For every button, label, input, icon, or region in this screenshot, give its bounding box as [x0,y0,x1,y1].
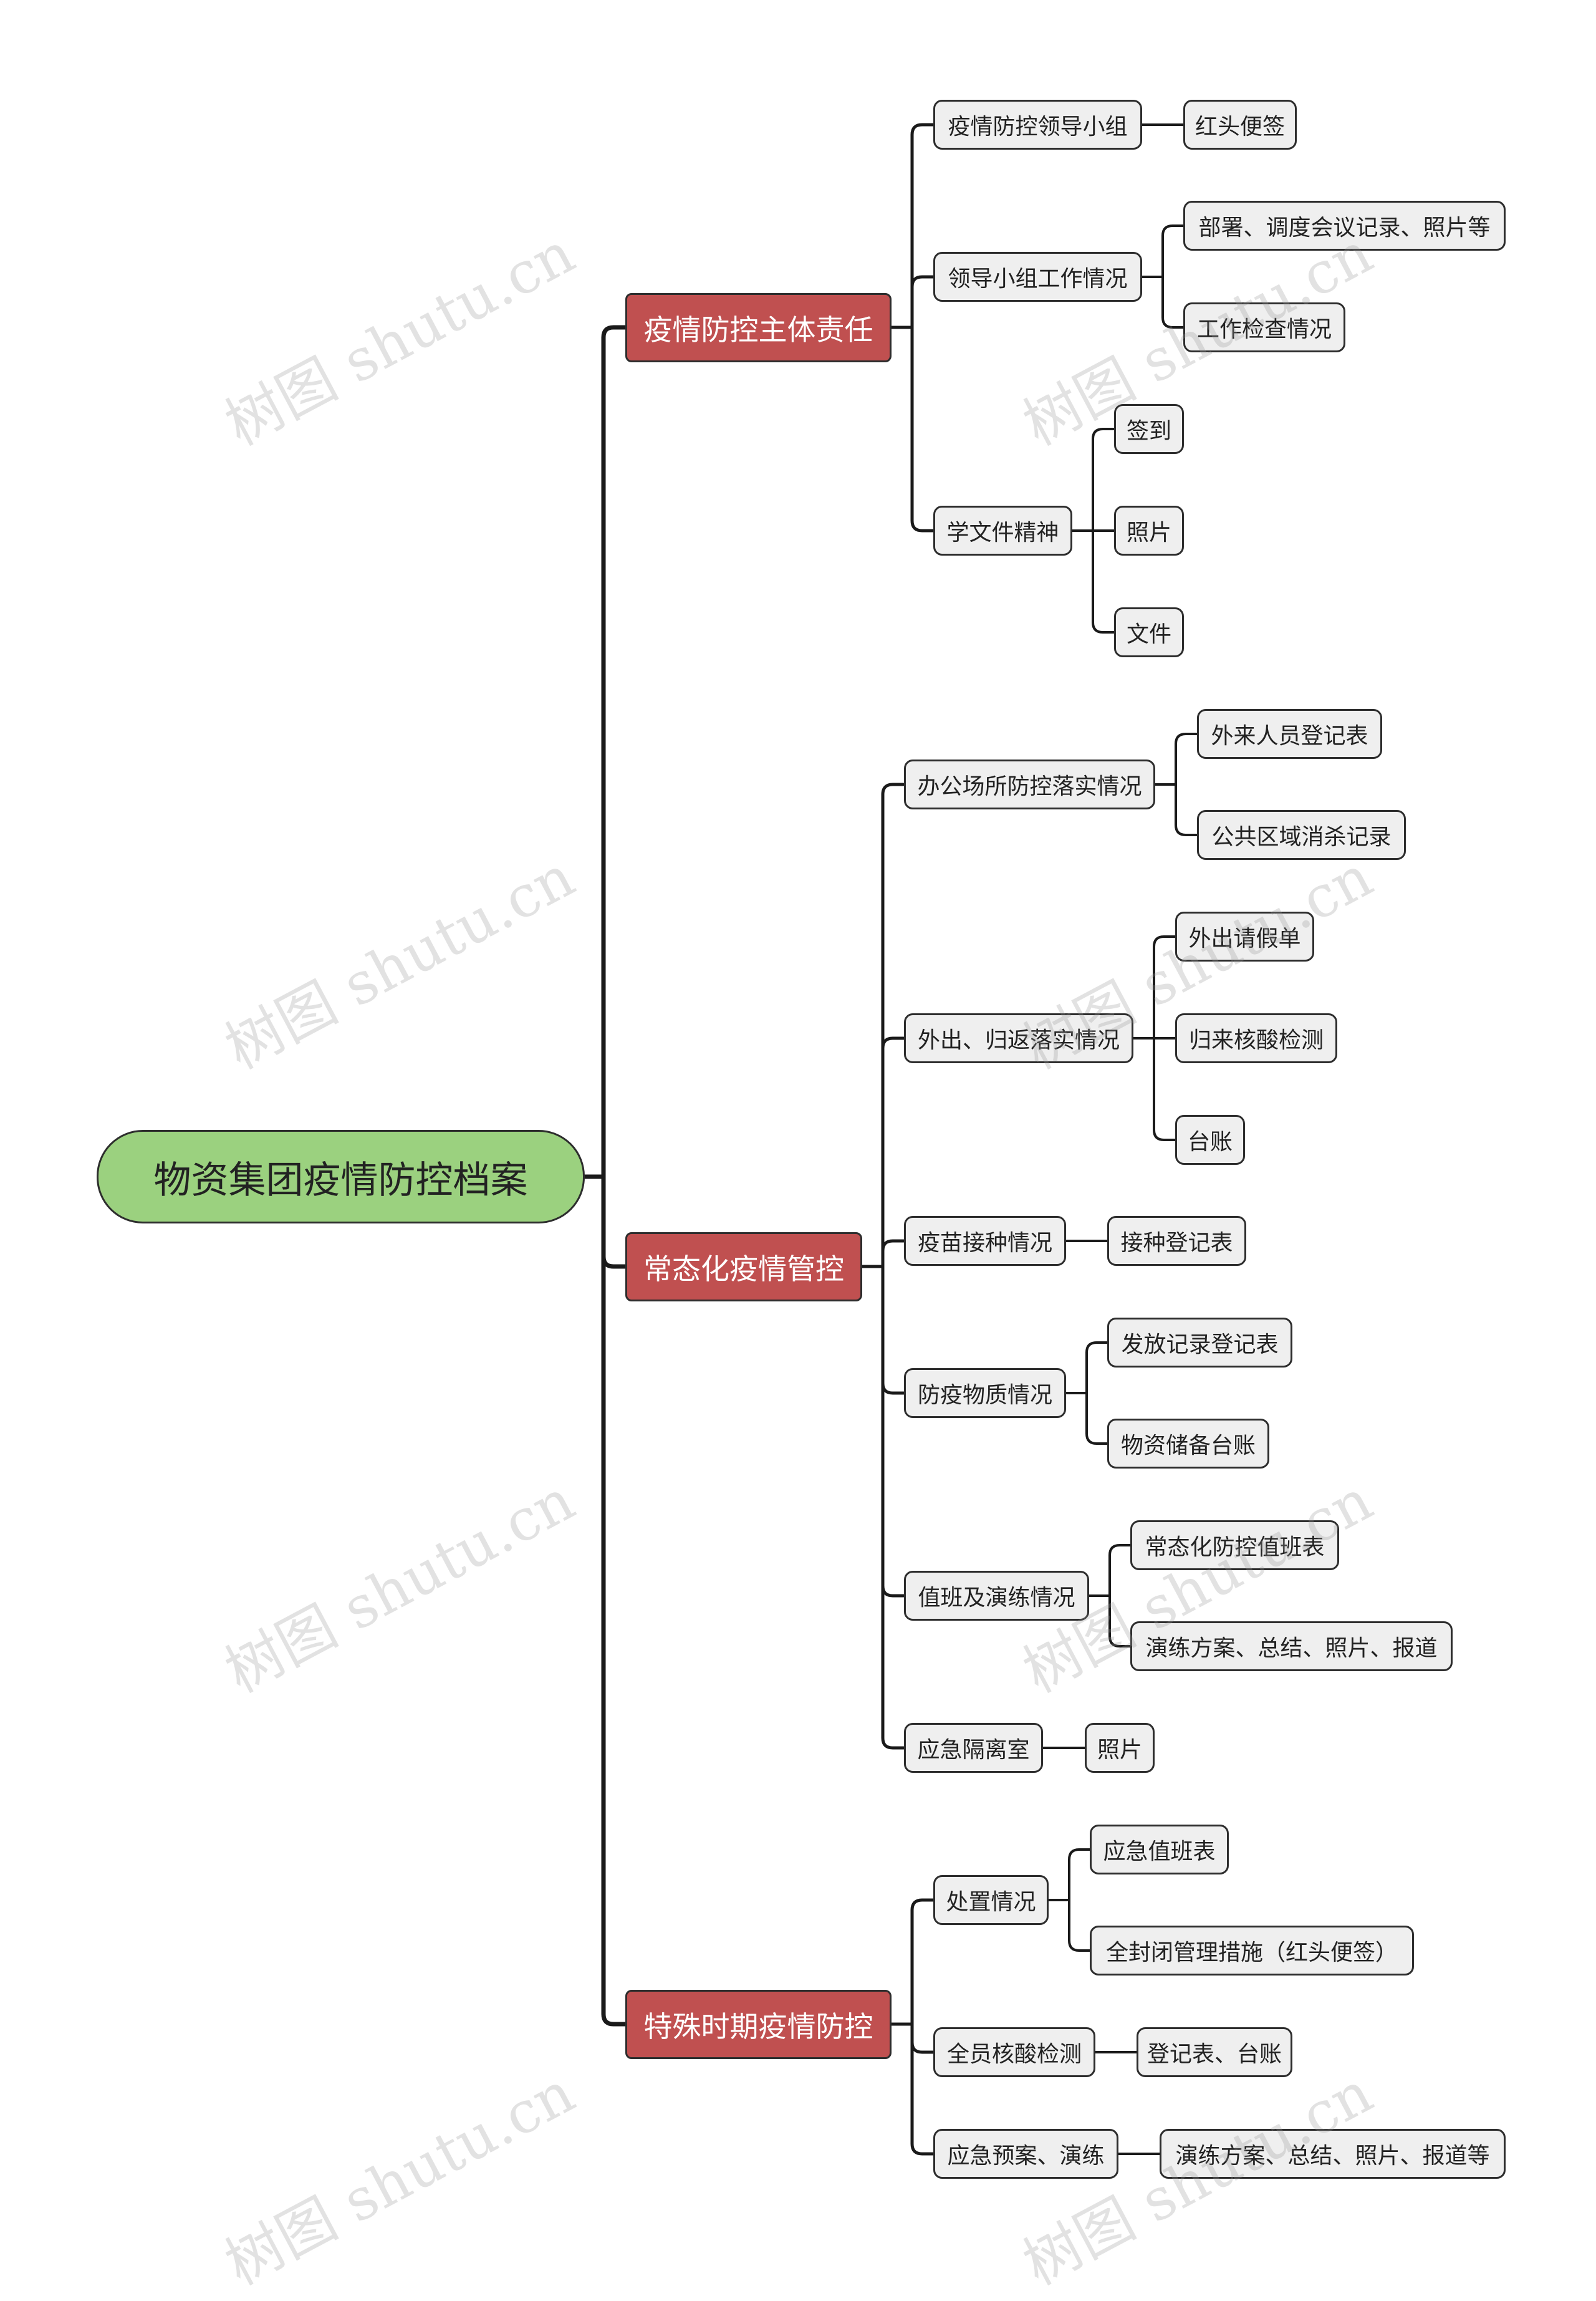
subtopic-node[interactable]: 红头便签 [1183,100,1297,150]
subtopic-node[interactable]: 外来人员登记表 [1197,709,1382,759]
subtopic-node[interactable]: 台账 [1175,1115,1245,1165]
subtopic-node[interactable]: 照片 [1114,506,1184,556]
topic-node[interactable]: 办公场所防控落实情况 [904,760,1155,809]
branch-node[interactable]: 常态化疫情管控 [625,1232,862,1301]
connector-line [1161,276,1185,329]
connector-line [910,2022,935,2054]
topic-node[interactable]: 学文件精神 [933,506,1072,556]
connector-line [1068,1848,1091,1901]
subtopic-node[interactable]: 文件 [1114,607,1184,657]
subtopic-node[interactable]: 登记表、台账 [1137,2027,1292,2077]
subtopic-node[interactable]: 发放记录登记表 [1107,1318,1292,1368]
subtopic-node[interactable]: 接种登记表 [1107,1216,1246,1266]
connector-line [1068,1899,1091,1952]
subtopic-node[interactable]: 演练方案、总结、照片、报道 [1130,1621,1453,1671]
subtopic-node[interactable]: 部署、调度会议记录、照片等 [1183,201,1506,251]
branch-node[interactable]: 疫情防控主体责任 [625,293,892,362]
connector-line [1161,224,1185,278]
topic-node[interactable]: 领导小组工作情况 [933,252,1142,302]
connector-line [910,275,935,329]
connector-line [1085,1392,1108,1445]
connector-line [910,123,935,329]
connector-line [1108,1594,1132,1647]
connector-line [1175,783,1198,836]
connector-line [910,1898,935,2026]
connector-line [601,325,628,1179]
topic-node[interactable]: 防疫物质情况 [904,1368,1066,1418]
topic-node[interactable]: 处置情况 [933,1875,1049,1925]
subtopic-node[interactable]: 常态化防控值班表 [1130,1520,1339,1570]
topic-node[interactable]: 应急隔离室 [904,1723,1043,1773]
connector-line [1175,733,1198,786]
subtopic-node[interactable]: 全封闭管理措施（红头便签） [1090,1926,1414,1975]
branch-node[interactable]: 特殊时期疫情防控 [625,1990,892,2059]
subtopic-node[interactable]: 工作检查情况 [1183,302,1345,352]
connector-line [881,1036,906,1268]
subtopic-node[interactable]: 物资储备台账 [1107,1419,1269,1469]
subtopic-node[interactable]: 签到 [1114,404,1184,454]
connector-line [881,1265,906,1750]
connector-line [1092,529,1115,634]
connector-line [1153,935,1176,1040]
topic-node[interactable]: 疫情防控领导小组 [933,100,1142,150]
subtopic-node[interactable]: 演练方案、总结、照片、报道等 [1160,2129,1506,2179]
connector-line [910,2022,935,2156]
subtopic-node[interactable]: 照片 [1085,1723,1155,1773]
topic-node[interactable]: 疫苗接种情况 [904,1216,1066,1266]
subtopic-node[interactable]: 归来核酸检测 [1175,1013,1337,1063]
connector-line [1153,1037,1176,1141]
subtopic-node[interactable]: 公共区域消杀记录 [1197,810,1406,860]
connector-line [1092,428,1115,532]
topic-node[interactable]: 全员核酸检测 [933,2027,1095,2077]
connector-line [881,1265,906,1598]
topic-node[interactable]: 值班及演练情况 [904,1571,1089,1621]
connector-line [1085,1341,1108,1394]
topic-node[interactable]: 外出、归返落实情况 [904,1013,1133,1063]
connector-line [881,783,906,1268]
topic-node[interactable]: 应急预案、演练 [933,2129,1118,2179]
connector-line [601,1174,628,1269]
connector-line [881,1239,906,1268]
connector-line [601,1174,628,2027]
subtopic-node[interactable]: 应急值班表 [1090,1825,1229,1874]
subtopic-node[interactable]: 外出请假单 [1175,912,1314,962]
connector-line [1108,1544,1132,1597]
connector-line [881,1265,906,1395]
connector-line [910,326,935,533]
root-node[interactable]: 物资集团疫情防控档案 [97,1130,585,1223]
